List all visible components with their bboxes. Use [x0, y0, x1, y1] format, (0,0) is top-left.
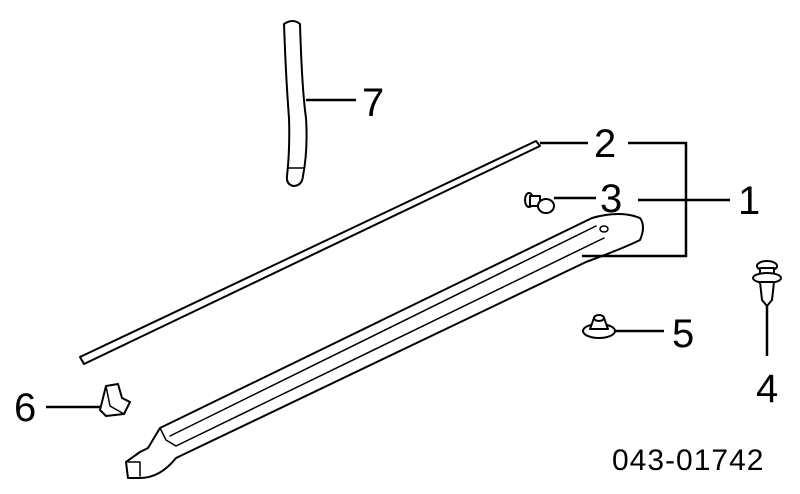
leader-lines	[46, 98, 769, 409]
diagram-code: 043-01742	[612, 444, 764, 477]
callout-6: 6	[14, 386, 36, 430]
callout-4: 4	[756, 367, 778, 411]
part-7-pillar-moulding	[283, 20, 308, 187]
part-1-side-sill-moulding	[125, 213, 644, 479]
callout-3: 3	[600, 177, 622, 221]
part-6-bracket	[99, 383, 131, 417]
callout-2: 2	[594, 122, 616, 166]
part-3-clip	[524, 192, 555, 214]
callout-5: 5	[672, 312, 694, 356]
callout-1: 1	[738, 179, 760, 223]
part-4-push-clip	[752, 260, 782, 307]
part-5-fastener	[582, 314, 616, 339]
part-2-upper-rail	[79, 140, 541, 365]
callout-7: 7	[362, 81, 384, 125]
